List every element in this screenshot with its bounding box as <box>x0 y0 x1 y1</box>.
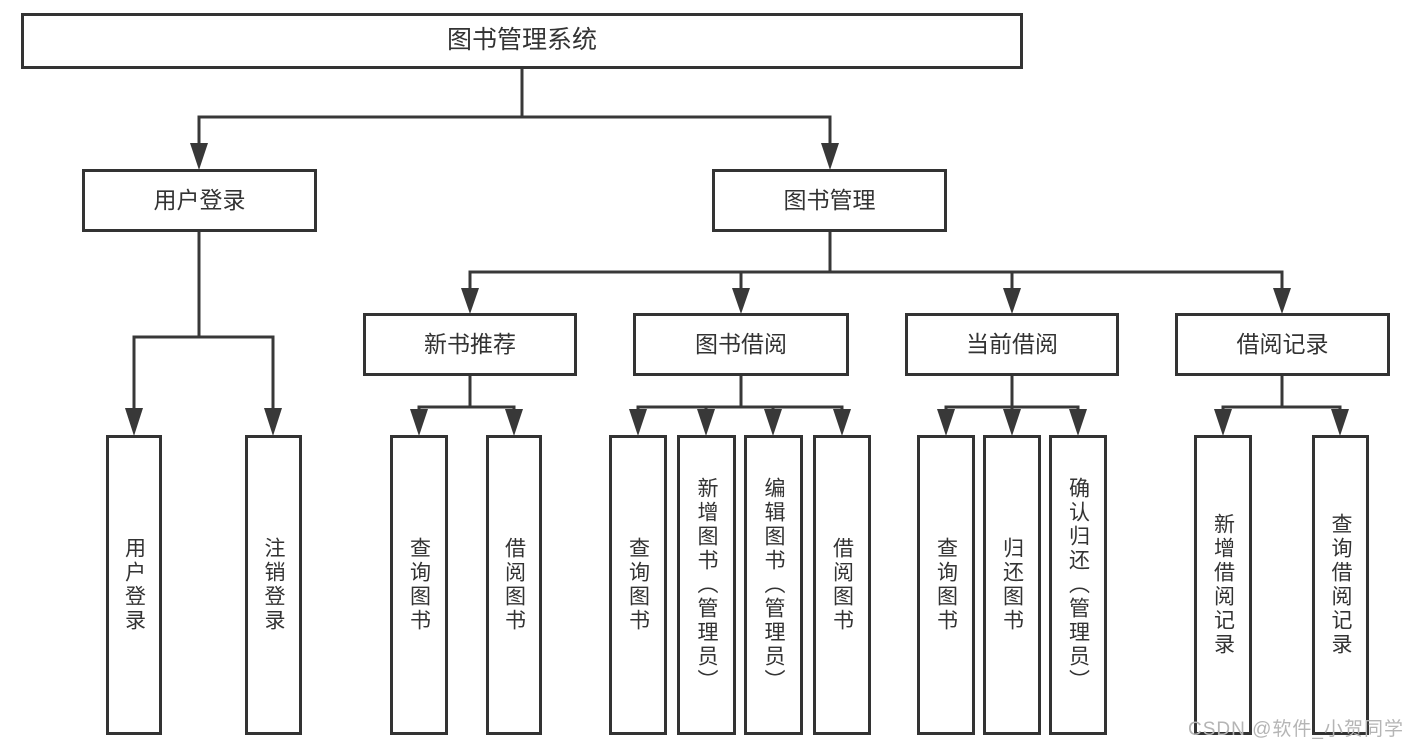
arrow-head <box>410 409 428 436</box>
connector-borrow-record-children <box>1221 374 1342 413</box>
arrow-head <box>190 143 208 170</box>
connector-user-login-children <box>132 230 275 412</box>
connector-book-borrow-children <box>636 374 844 413</box>
arrow-head <box>1331 409 1349 436</box>
leaf-add-books-admin: 新增图书（管理员） <box>677 435 736 735</box>
connector-root-to-level2 <box>197 67 832 147</box>
leaf-query-books-current: 查询图书 <box>917 435 975 735</box>
leaf-borrow-books-recommend: 借阅图书 <box>486 435 542 735</box>
arrow-head <box>1003 409 1021 436</box>
leaf-edit-books-admin: 编辑图书（管理员） <box>744 435 803 735</box>
arrow-head <box>697 409 715 436</box>
connector-current-borrow-children <box>944 374 1080 413</box>
leaf-logout: 注销登录 <box>245 435 302 735</box>
leaf-add-borrow-record: 新增借阅记录 <box>1194 435 1252 735</box>
leaf-query-books-recommend: 查询图书 <box>390 435 448 735</box>
arrow-head <box>1003 288 1021 314</box>
arrow-head <box>264 408 282 436</box>
arrow-head <box>937 409 955 436</box>
connector-book-mgmt-to-level3 <box>468 230 1284 292</box>
node-user-login: 用户登录 <box>82 169 317 232</box>
node-book-management: 图书管理 <box>712 169 947 232</box>
node-current-borrowing: 当前借阅 <box>905 313 1119 376</box>
node-book-borrowing: 图书借阅 <box>633 313 849 376</box>
arrow-head <box>1273 288 1291 314</box>
arrow-head <box>505 409 523 436</box>
arrow-head <box>461 288 479 314</box>
arrow-head <box>125 408 143 436</box>
arrow-head <box>821 143 839 170</box>
leaf-query-borrow-record: 查询借阅记录 <box>1312 435 1369 735</box>
leaf-confirm-return-admin: 确认归还（管理员） <box>1049 435 1107 735</box>
arrow-head <box>1069 409 1087 436</box>
node-new-book-recommend: 新书推荐 <box>363 313 577 376</box>
arrow-head <box>1214 409 1232 436</box>
leaf-return-books: 归还图书 <box>983 435 1041 735</box>
watermark: CSDN @软件_小贺同学 <box>1188 719 1404 740</box>
leaf-query-books-borrow: 查询图书 <box>609 435 667 735</box>
leaf-user-login: 用户登录 <box>106 435 162 735</box>
arrow-head <box>732 288 750 314</box>
arrow-head <box>833 409 851 436</box>
arrow-head <box>629 409 647 436</box>
node-root: 图书管理系统 <box>21 13 1023 69</box>
node-borrowing-records: 借阅记录 <box>1175 313 1390 376</box>
leaf-borrow-books: 借阅图书 <box>813 435 871 735</box>
arrow-head <box>764 409 782 436</box>
connector-new-book-children <box>417 374 516 413</box>
